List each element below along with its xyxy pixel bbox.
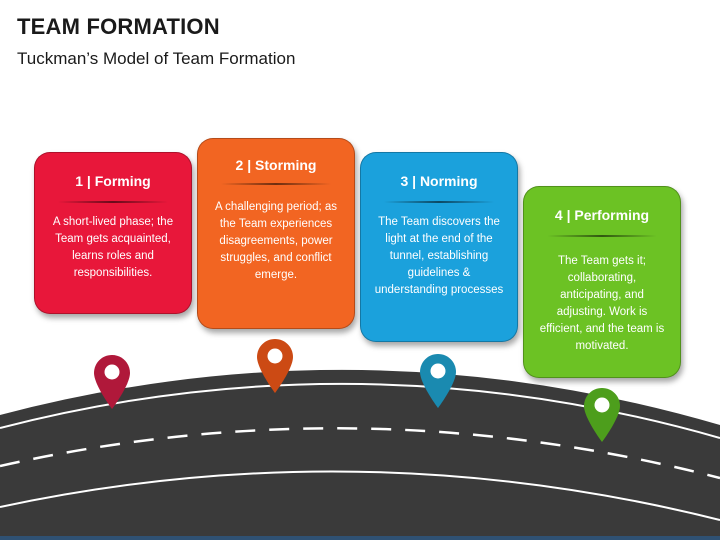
page-subtitle: Tuckman’s Model of Team Formation [17,49,296,68]
stage-heading: 2 | Storming [235,157,317,173]
divider [58,201,168,203]
stage-description: A challenging period; as the Team experi… [214,201,338,281]
road-bottom-edge [0,470,720,521]
stage-card-norming: 3 | Norming The Team discovers the light… [360,152,518,342]
divider [384,201,494,203]
stage-card-performing: 4 | Performing The Team gets it; collabo… [523,186,681,378]
stage-card-forming: 1 | Forming A short-lived phase; the Tea… [34,152,192,314]
divider [547,235,657,237]
map-pin-icon [584,388,620,442]
divider [221,183,331,185]
page-title: TEAM FORMATION [17,14,220,39]
stage-heading: 4 | Performing [554,207,650,223]
stage-description: The Team discovers the light at the end … [374,216,504,296]
road-surface [0,369,720,540]
map-pin-icon [257,339,293,393]
stage-description: The Team gets it; collaborating, anticip… [539,255,665,352]
map-pin-icon [94,355,130,409]
stage-description: A short-lived phase; the Team gets acqua… [52,216,174,279]
road-center-line [0,427,720,480]
map-pin-icon [420,354,456,408]
stage-heading: 1 | Forming [75,173,151,189]
stage-card-storming: 2 | Storming A challenging period; as th… [197,138,355,329]
footer-bar [0,536,720,540]
stage-heading: 3 | Norming [400,173,478,189]
